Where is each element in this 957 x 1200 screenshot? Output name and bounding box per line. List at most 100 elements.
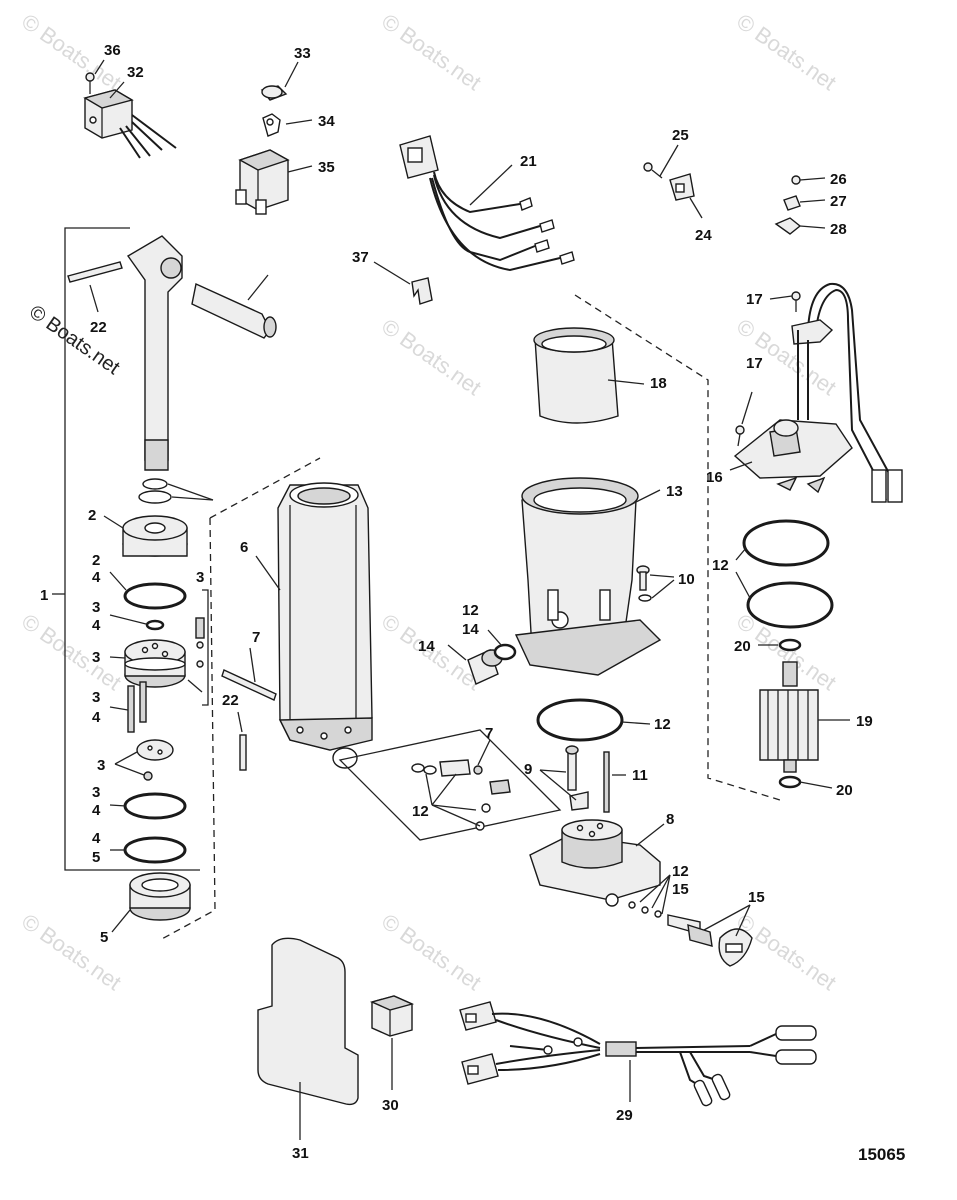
bracket-24-25 [643,144,703,219]
callout-3: 3 [92,599,100,616]
valve-rods [109,681,147,733]
copyright-notice: © Boats.net [25,301,124,379]
watermark: © Boats.net [17,609,126,696]
diagram-number: 15065 [858,1145,905,1164]
callout-18: 18 [650,375,667,392]
cylinder-dashed-box [159,457,321,941]
trim-rod-bracket [52,227,200,871]
end-frame-16 [729,282,903,503]
callout-24: 24 [695,227,712,244]
callout-12c: 12 [654,716,671,733]
screw-22-top [67,261,123,313]
callout-11: 11 [632,767,648,784]
watermark: © Boats.net [377,9,486,96]
piston-5 [111,872,191,933]
callout-7b: 7 [485,725,493,742]
harness-21 [399,135,575,272]
callout-17: 17 [746,291,763,308]
callout-10: 10 [678,571,695,588]
screws-9-11 [539,745,626,813]
watermark: © Boats.net [377,314,486,401]
callout-31: 31 [292,1145,309,1162]
callout-4e: 4 [92,830,101,847]
screws-17 [735,291,801,447]
callout-29: 29 [616,1107,633,1124]
motor-dashed-box [574,294,781,801]
callout-25: 25 [672,127,689,144]
callout-2: 2 [88,507,96,524]
trim-rod [126,235,277,471]
callout-21: 21 [520,153,537,170]
check-valve-parts [187,589,209,706]
reservoir-18 [533,327,645,424]
clip-37 [373,261,433,305]
callout-17b: 17 [746,355,763,372]
callout-5b: 5 [100,929,108,946]
callout-15b: 15 [748,889,765,906]
callout-4d: 4 [92,802,101,819]
callout-14: 14 [462,621,479,638]
bolt-10 [636,565,675,602]
callout-13: 13 [666,483,683,500]
callout-22: 22 [90,319,107,336]
relay-assembly [83,59,177,159]
callout-3b: 3 [92,649,100,666]
callout-19: 19 [856,713,873,730]
callout-3f: 3 [92,784,100,801]
callout-27: 27 [830,193,847,210]
watermark: © Boats.net [17,909,126,996]
callout-3d: 3 [92,689,100,706]
watermark: © Boats.net [732,909,841,996]
rod-o-rings [138,478,214,504]
callout-15: 15 [672,881,689,898]
callout-9: 9 [524,761,532,778]
motor-housing-13 [514,477,662,676]
callout-4: 4 [92,569,101,586]
callout-16: 16 [706,469,723,486]
callout-37: 37 [352,249,369,266]
callout-20b: 20 [836,782,853,799]
callout-3e: 3 [97,757,105,774]
callout-26: 26 [830,171,847,188]
callout-28: 28 [830,221,847,238]
callout-6: 6 [240,539,248,556]
callout-14b: 14 [418,638,435,655]
cover-31 [257,937,359,1140]
callout-35: 35 [318,159,335,176]
fill-plug-14 [447,629,517,685]
callout-7: 7 [252,629,260,646]
armature-19 [758,638,850,789]
callout-3c: 3 [196,569,204,586]
o-ring-12-center [536,698,651,742]
callout-4c: 4 [92,709,101,726]
valve-kit-7 [338,729,562,841]
callout-4b: 4 [92,617,101,634]
relay-30 [369,995,415,1090]
callout-20: 20 [734,638,751,655]
callout-12b: 12 [462,602,479,619]
callout-1: 1 [40,587,48,604]
watermark: © Boats.net [732,9,841,96]
callout-8: 8 [666,811,674,828]
callout-22b: 22 [222,692,239,709]
bolt-22-lower [237,711,247,771]
end-cap-2 [103,515,188,557]
o-ring-2-4 [109,571,187,610]
harness-29 [459,1001,817,1107]
callout-2b: 2 [92,552,100,569]
callout-12d: 12 [672,863,689,880]
callout-5: 5 [92,849,100,866]
callout-12: 12 [412,803,429,820]
callout-30: 30 [382,1097,399,1114]
relay-35-assembly [235,61,313,215]
callout-32: 32 [127,64,144,81]
trim-cylinder-6 [255,482,373,769]
o-rings-12-right [735,519,834,629]
small-o-ring [109,614,165,631]
callout-33: 33 [294,45,311,62]
callout-12e: 12 [712,557,729,574]
bolt-7 [221,647,277,701]
pump-8 [529,819,665,907]
o-rings-lower [109,792,187,864]
